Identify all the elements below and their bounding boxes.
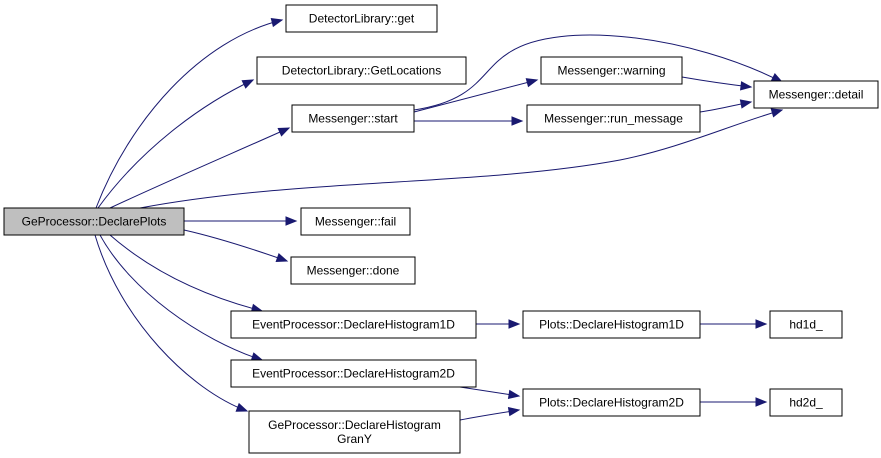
node-label: DetectorLibrary::GetLocations xyxy=(282,64,441,78)
node-box[interactable] xyxy=(248,410,461,454)
node-label: hd1d_ xyxy=(789,318,823,332)
node-box[interactable] xyxy=(290,256,416,285)
edge-root-to-done xyxy=(183,229,289,263)
node-ep2d[interactable]: EventProcessor::DeclareHistogram2D xyxy=(230,359,477,388)
edge-arrowhead xyxy=(525,78,539,88)
edge-line xyxy=(94,234,248,412)
edge-line xyxy=(109,234,263,312)
node-pl2d[interactable]: Plots::DeclareHistogram2D xyxy=(522,388,701,417)
node-label: Messenger::run_message xyxy=(544,112,683,126)
node-box[interactable] xyxy=(769,310,843,339)
edge-start-to-detail xyxy=(413,34,784,111)
edge-line xyxy=(95,19,283,209)
edge-arrowhead xyxy=(507,406,521,417)
edge-warn-to-detail xyxy=(681,76,753,91)
edge-runmsg-to-detail xyxy=(699,99,753,113)
node-box[interactable] xyxy=(285,4,438,33)
node-label: Messenger::warning xyxy=(557,64,665,78)
node-label: GeProcessor::DeclareHistogram xyxy=(268,418,441,432)
node-box[interactable] xyxy=(291,104,415,133)
node-box[interactable] xyxy=(256,56,467,85)
node-label: GeProcessor::DeclarePlots xyxy=(22,215,167,229)
node-label: Plots::DeclareHistogram1D xyxy=(539,318,684,332)
node-label: DetectorLibrary::get xyxy=(309,12,415,26)
edge-root-to-detail xyxy=(139,108,784,209)
node-pl1d[interactable]: Plots::DeclareHistogram1D xyxy=(522,310,701,339)
node-label: Messenger::detail xyxy=(769,88,864,102)
node-runmsg[interactable]: Messenger::run_message xyxy=(526,104,701,133)
edges-layer xyxy=(94,17,784,421)
edge-line xyxy=(97,79,254,209)
node-label: EventProcessor::DeclareHistogram2D xyxy=(252,367,455,381)
node-getloc[interactable]: DetectorLibrary::GetLocations xyxy=(256,56,467,85)
node-box[interactable] xyxy=(522,388,701,417)
nodes-layer: GeProcessor::DeclarePlots DetectorLibrary… xyxy=(3,4,879,454)
node-ep1d[interactable]: EventProcessor::DeclareHistogram1D xyxy=(230,310,477,339)
edge-root-to-getloc xyxy=(97,79,255,209)
node-box[interactable] xyxy=(230,310,477,339)
edge-line xyxy=(99,234,263,361)
edge-arrowhead xyxy=(511,116,524,126)
node-start[interactable]: Messenger::start xyxy=(291,104,415,133)
node-label: GranY xyxy=(337,432,372,446)
edge-arrowhead xyxy=(285,216,298,226)
edge-root-to-gegy xyxy=(94,234,249,412)
node-box[interactable] xyxy=(769,388,843,417)
node-box[interactable] xyxy=(753,80,879,109)
node-hd2d[interactable]: hd2d_ xyxy=(769,388,843,417)
node-root[interactable]: GeProcessor::DeclarePlots xyxy=(3,207,185,236)
edge-arrowhead xyxy=(739,99,753,109)
edge-line xyxy=(413,79,538,113)
edge-arrowhead xyxy=(507,389,521,400)
node-detail[interactable]: Messenger::detail xyxy=(753,80,879,109)
node-warn[interactable]: Messenger::warning xyxy=(540,56,683,85)
node-box[interactable] xyxy=(526,104,701,133)
node-fail[interactable]: Messenger::fail xyxy=(300,207,411,236)
edge-arrowhead xyxy=(755,319,768,329)
edge-arrowhead xyxy=(770,108,784,118)
edge-arrowhead xyxy=(241,79,255,89)
edge-root-to-ep2d xyxy=(99,234,264,362)
node-hd1d[interactable]: hd1d_ xyxy=(769,310,843,339)
node-box[interactable] xyxy=(300,207,411,236)
edge-line xyxy=(413,34,783,111)
node-get[interactable]: DetectorLibrary::get xyxy=(285,4,438,33)
edge-line xyxy=(109,127,290,209)
edge-arrowhead xyxy=(740,81,753,91)
edge-arrowhead xyxy=(275,253,289,263)
node-box[interactable] xyxy=(522,310,701,339)
node-label: Messenger::fail xyxy=(315,215,396,229)
edge-root-to-get xyxy=(95,17,284,209)
edge-line xyxy=(183,229,288,262)
edge-pl1d-to-hd1d xyxy=(700,319,768,329)
edge-arrowhead xyxy=(270,17,284,28)
edge-root-to-start xyxy=(109,127,291,209)
edge-gegy-to-pl2d xyxy=(459,406,521,421)
edge-root-to-ep1d xyxy=(109,234,264,313)
edge-start-to-warn xyxy=(413,78,539,113)
node-label: Plots::DeclareHistogram2D xyxy=(539,396,684,410)
edge-ep1d-to-pl1d xyxy=(476,319,521,329)
node-box[interactable] xyxy=(230,359,477,388)
node-box[interactable] xyxy=(540,56,683,85)
node-label: Messenger::done xyxy=(307,264,400,278)
edge-line xyxy=(139,109,783,209)
node-done[interactable]: Messenger::done xyxy=(290,256,416,285)
edge-arrowhead xyxy=(235,402,249,412)
node-label: Messenger::start xyxy=(308,112,398,126)
node-box[interactable] xyxy=(3,207,185,236)
edge-arrowhead xyxy=(755,397,768,407)
edge-ep2d-to-pl2d xyxy=(459,386,521,400)
edge-start-to-runmsg xyxy=(414,116,524,126)
edge-arrowhead xyxy=(508,319,521,329)
edge-pl2d-to-hd2d xyxy=(700,397,768,407)
edge-root-to-fail xyxy=(184,216,298,226)
node-label: EventProcessor::DeclareHistogram1D xyxy=(252,318,455,332)
edge-arrowhead xyxy=(277,127,291,137)
node-label: hd2d_ xyxy=(789,396,823,410)
